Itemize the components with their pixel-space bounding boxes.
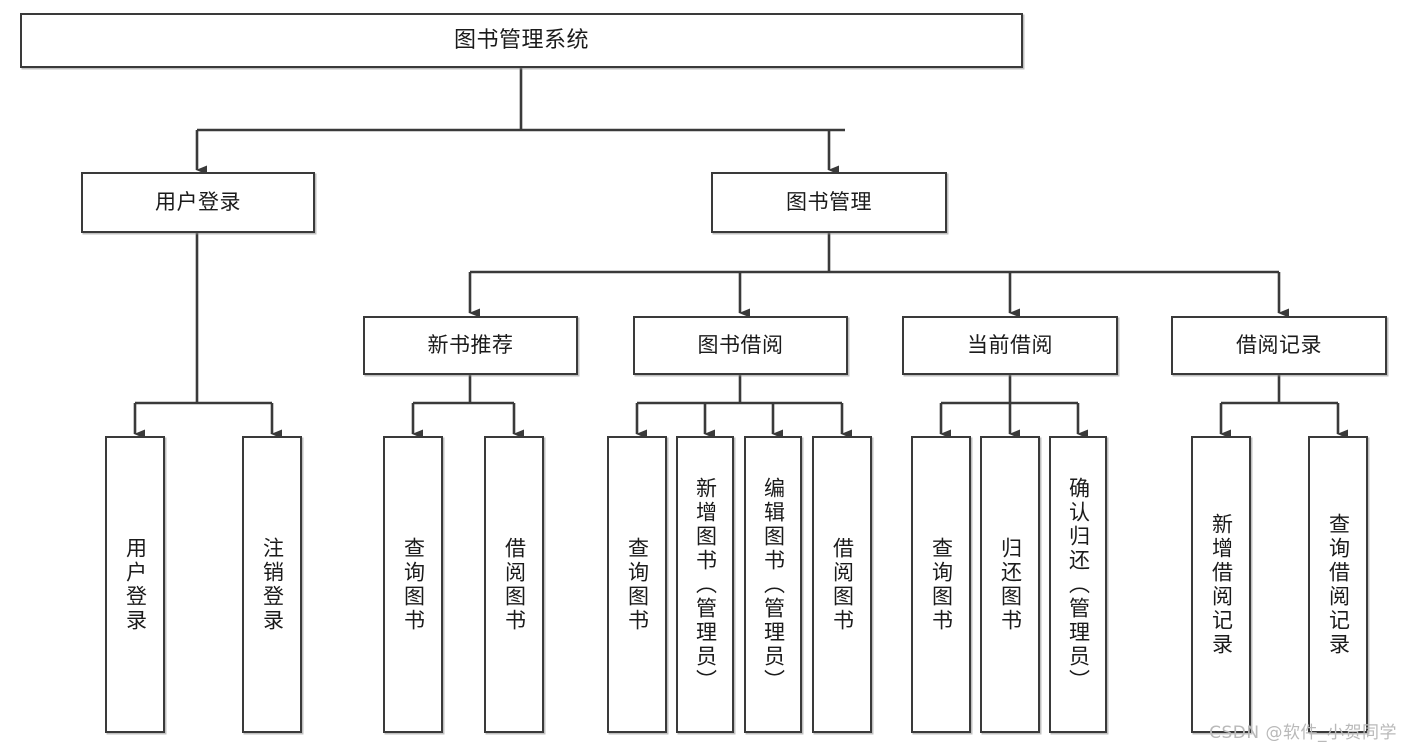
node-current-borrow[interactable]: 当前借阅 [902,316,1118,375]
node-book-borrow-label: 图书借阅 [697,333,784,358]
node-leaf-query-book-borrow[interactable]: 查询图书 [607,436,667,733]
node-leaf-confirm-return[interactable]: 确认归还（管理员） [1049,436,1107,733]
node-leaf-logout-login[interactable]: 注销登录 [242,436,302,733]
node-leaf-query-borrow-record[interactable]: 查询借阅记录 [1308,436,1368,733]
node-leaf-add-book-label: 新增图书（管理员） [693,476,718,693]
node-user-login-label: 用户登录 [155,190,241,215]
node-new-book-recommend[interactable]: 新书推荐 [363,316,578,375]
node-leaf-confirm-return-label: 确认归还（管理员） [1066,476,1091,693]
node-user-login[interactable]: 用户登录 [81,172,315,233]
node-borrow-record-label: 借阅记录 [1236,333,1322,358]
node-leaf-add-book[interactable]: 新增图书（管理员） [676,436,734,733]
node-leaf-query-book-current[interactable]: 查询图书 [911,436,971,733]
node-leaf-borrow-book-recommend[interactable]: 借阅图书 [484,436,544,733]
node-borrow-record[interactable]: 借阅记录 [1171,316,1387,375]
node-leaf-borrow-book[interactable]: 借阅图书 [812,436,872,733]
node-leaf-add-borrow-record-label: 新增借阅记录 [1209,512,1234,657]
node-leaf-return-book-label: 归还图书 [998,536,1023,633]
node-leaf-query-book-recommend[interactable]: 查询图书 [383,436,443,733]
node-leaf-return-book[interactable]: 归还图书 [980,436,1040,733]
node-leaf-query-book-recommend-label: 查询图书 [401,536,426,633]
node-root-system[interactable]: 图书管理系统 [20,13,1023,68]
node-leaf-user-login-label: 用户登录 [123,536,148,633]
node-book-management-label: 图书管理 [786,190,872,215]
node-book-borrow[interactable]: 图书借阅 [633,316,848,375]
node-leaf-borrow-book-recommend-label: 借阅图书 [502,536,527,633]
node-leaf-borrow-book-label: 借阅图书 [830,536,855,633]
csdn-watermark: CSDN @软件_小贺同学 [1209,723,1397,743]
node-leaf-logout-login-label: 注销登录 [260,536,285,633]
node-leaf-user-login[interactable]: 用户登录 [105,436,165,733]
node-leaf-edit-book[interactable]: 编辑图书（管理员） [744,436,802,733]
node-new-book-recommend-label: 新书推荐 [427,333,514,358]
node-leaf-add-borrow-record[interactable]: 新增借阅记录 [1191,436,1251,733]
node-current-borrow-label: 当前借阅 [967,333,1053,358]
node-book-management[interactable]: 图书管理 [711,172,947,233]
node-leaf-query-book-current-label: 查询图书 [929,536,954,633]
node-leaf-query-borrow-record-label: 查询借阅记录 [1326,512,1351,657]
node-leaf-edit-book-label: 编辑图书（管理员） [761,476,786,693]
node-root-system-label: 图书管理系统 [453,27,589,53]
node-leaf-query-book-borrow-label: 查询图书 [625,536,650,633]
